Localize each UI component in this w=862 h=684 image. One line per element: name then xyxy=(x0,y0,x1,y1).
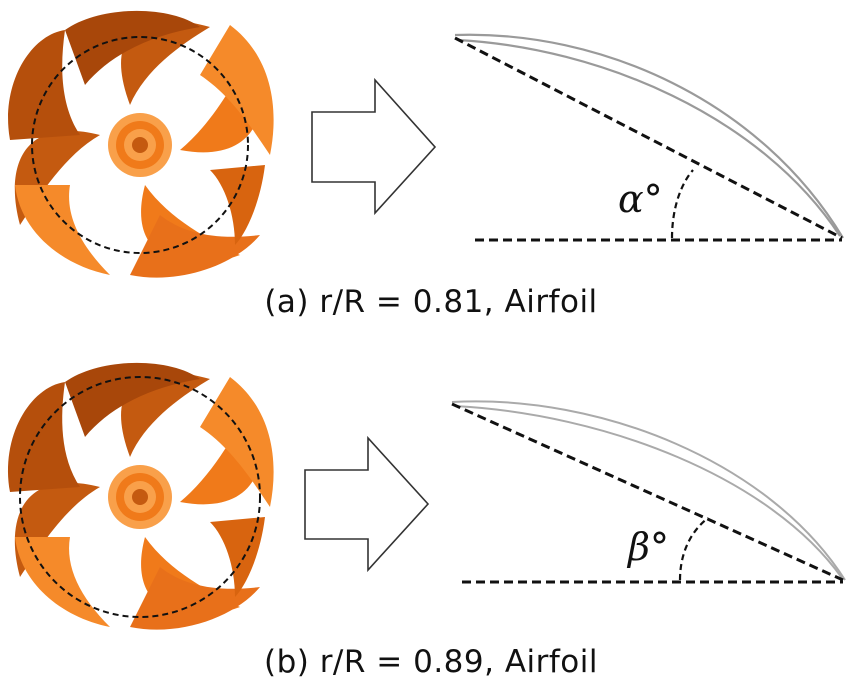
caption-b: (b) r/R = 0.89, Airfoil xyxy=(263,644,599,680)
radius-circle-a xyxy=(31,36,249,254)
angle-arc-b xyxy=(678,517,709,581)
arrow-icon-a xyxy=(311,77,437,216)
propeller-a xyxy=(8,10,274,278)
panel-a: α° (a) r/R = 0.81, Airfoil xyxy=(8,10,844,320)
panel-a-figure: α° xyxy=(8,10,844,278)
caption-a: (a) r/R = 0.81, Airfoil xyxy=(264,284,598,320)
airfoil-b xyxy=(451,400,846,581)
chord-line-b xyxy=(451,402,844,582)
angle-arc-a xyxy=(670,169,694,239)
radius-circle-b xyxy=(19,376,261,618)
panel-b-figure: β° xyxy=(8,362,846,630)
arrow-icon-b xyxy=(304,435,430,573)
panel-b: β° (b) r/R = 0.89, Airfoil xyxy=(0,342,862,684)
angle-label-a: α° xyxy=(618,177,663,221)
propeller-b xyxy=(8,362,274,630)
angle-label-b: β° xyxy=(626,525,669,569)
airfoil-a xyxy=(454,33,844,239)
chord-line-a xyxy=(454,36,843,240)
